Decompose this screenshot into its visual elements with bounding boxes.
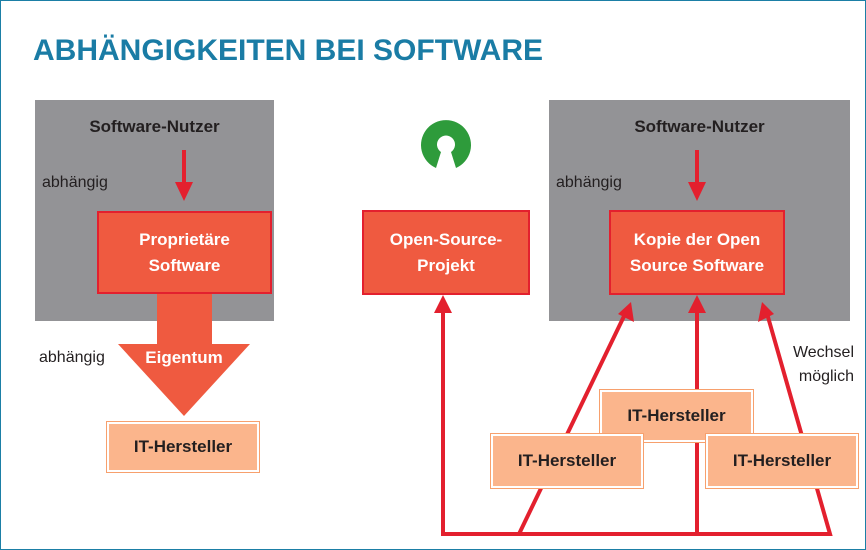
arrow-head-open-source [434,295,452,313]
property-arrow [118,294,250,416]
open-source-copy-box: Kopie der Open Source Software [609,210,785,295]
proprietary-software-box: Proprietäre Software [97,211,272,294]
right-dependent-label: abhängig [556,174,622,191]
right-user-label: Software-Nutzer [634,117,765,136]
property-label: Eigentum [145,348,223,367]
left-vendor-box: IT-Hersteller [106,421,260,473]
left-dependent-label-1: abhängig [42,174,108,191]
page-title: ABHÄNGIGKEITEN BEI SOFTWARE [33,34,544,67]
open-source-logo-icon [416,113,476,173]
arrow-head-left [618,302,634,322]
right-vendor-box-top: IT-Hersteller [599,389,754,443]
left-user-label: Software-Nutzer [89,117,220,136]
right-vendor-box-left: IT-Hersteller [490,433,644,489]
arrow-head-middle [688,295,706,313]
open-source-project-box: Open-Source-Projekt [362,210,530,295]
arrow-head-right [758,302,774,322]
right-vendor-box-right: IT-Hersteller [705,433,859,489]
switch-label: Wechsel möglich [792,344,854,385]
left-dependent-label-2: abhängig [39,349,105,366]
